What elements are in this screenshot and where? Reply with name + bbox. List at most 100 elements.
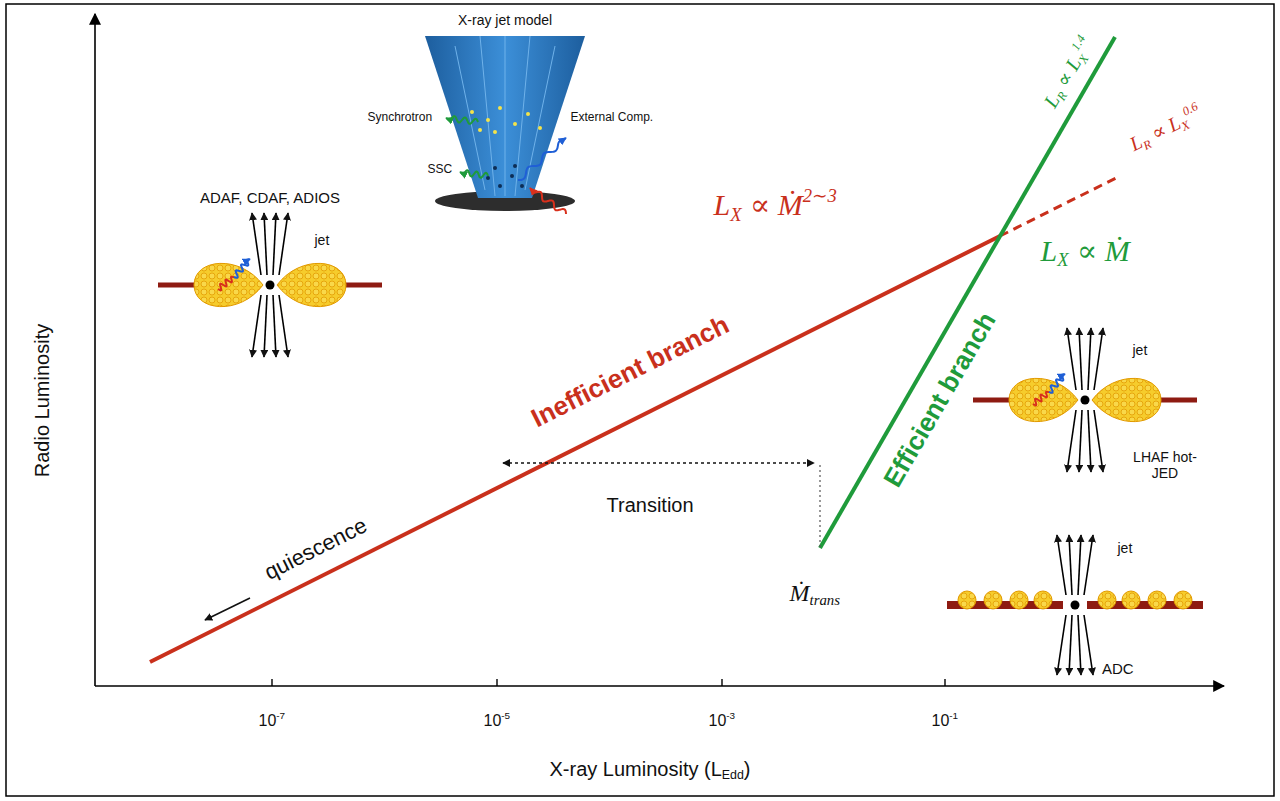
label-text: SSC: [428, 162, 453, 176]
jet-arrow: [1057, 535, 1066, 595]
label-text: ∝ L: [1147, 111, 1183, 144]
jet-arrow: [279, 213, 288, 275]
quiescence-arrow: [205, 598, 250, 620]
label-text: Edd: [722, 768, 744, 782]
label-text: X: [730, 204, 741, 225]
state-label: quiescence: [260, 512, 371, 584]
jet-streak: [480, 36, 495, 196]
comptonized-photon: [1049, 374, 1065, 393]
label-text: 1.4: [1068, 32, 1088, 52]
label-text: jet: [1133, 342, 1148, 358]
process-label: SSC: [428, 163, 453, 177]
jet-arrow: [1067, 410, 1076, 472]
efficient-line: [820, 37, 1115, 548]
black-hole: [266, 281, 275, 290]
corona-blob: [1148, 591, 1166, 609]
jet-streak: [505, 36, 506, 196]
label-text: Efficient branch: [877, 307, 1001, 492]
seed-photon: [1033, 392, 1049, 406]
axes: [95, 14, 1224, 686]
particle: [470, 110, 474, 114]
hot-flow: [277, 263, 346, 306]
jet-label: jet: [1118, 540, 1133, 556]
tick: [496, 679, 497, 686]
particle: [513, 164, 517, 168]
inefficient-line: [150, 236, 1000, 662]
label-text: ): [744, 758, 751, 780]
adc-icon: [947, 535, 1203, 675]
jet-arrow: [273, 295, 276, 357]
label-text: quiescence: [260, 512, 371, 584]
process-label: Synchrotron: [368, 111, 433, 125]
label-text: ∝ Ṁ: [750, 188, 803, 221]
label-text: ADAF, CDAF, ADIOS: [200, 189, 340, 206]
particle: [478, 128, 482, 132]
label-text: Inefficient branch: [526, 309, 733, 433]
jet-arrow: [1088, 328, 1091, 390]
particle: [493, 130, 497, 134]
label-text: L: [1041, 234, 1058, 267]
jet-arrow: [273, 213, 276, 275]
jet-arrow: [1078, 615, 1081, 675]
external-compton-photon: [518, 138, 566, 180]
label-text: -7: [276, 710, 285, 721]
label-text: jet: [315, 232, 330, 248]
x-axis: [95, 685, 1224, 687]
jet-arrow: [1084, 535, 1093, 595]
label-text: External Comp.: [571, 110, 654, 124]
label-text: 10: [932, 712, 950, 729]
jet-arrow: [1069, 615, 1072, 675]
label-text: -3: [726, 710, 735, 721]
corona-blob: [1174, 591, 1192, 609]
model-label: LHAF hot-JED: [1130, 449, 1200, 481]
jet-arrow: [1094, 410, 1103, 472]
tick-label: 10-5: [484, 710, 511, 731]
tick-label: 10-1: [932, 710, 959, 731]
slope-label: LR∝ LX0.6: [1124, 99, 1205, 158]
label-text: trans: [810, 592, 841, 608]
corona-blob: [958, 591, 976, 609]
jet-arrow: [279, 295, 288, 357]
jet-label: jet: [1133, 342, 1148, 358]
jet-arrow: [252, 295, 261, 357]
corona-blob: [1010, 591, 1028, 609]
tick: [271, 679, 272, 686]
particle: [538, 126, 542, 130]
jet-streak: [455, 46, 485, 190]
particle: [498, 106, 502, 110]
label-text: ∝ Ṁ: [1077, 234, 1130, 267]
label-text: X: [1057, 249, 1068, 270]
jet-model: [425, 36, 585, 214]
label-text: LHAF hot-JED: [1133, 449, 1197, 481]
jet-arrow: [1084, 615, 1093, 675]
jet-arrow: [1069, 535, 1072, 595]
scaling-relation: LX ∝ Ṁ: [1041, 234, 1130, 271]
label-text: Synchrotron: [368, 110, 433, 124]
label-text: L: [714, 188, 731, 221]
label-text: 10: [484, 712, 502, 729]
seed-photon: [530, 188, 566, 214]
slope-label: LR∝ LX1.4: [1037, 32, 1099, 112]
label-text: jet: [1118, 540, 1133, 556]
hot-flow: [194, 263, 263, 306]
corona-blob: [1122, 591, 1140, 609]
y-axis: [94, 14, 96, 686]
label-text: Ṁ: [790, 580, 810, 606]
black-hole: [1081, 396, 1090, 405]
label-text: -5: [501, 710, 510, 721]
corona-blob: [1098, 591, 1116, 609]
jet-streak: [515, 36, 530, 196]
adaf-icon: [158, 213, 382, 357]
model-label: ADC: [1102, 660, 1134, 677]
particle: [493, 166, 497, 170]
particle: [498, 184, 502, 188]
transition-arrow: [503, 462, 814, 463]
tick-label: 10-7: [259, 710, 286, 731]
model-label: ADAF, CDAF, ADIOS: [200, 189, 340, 206]
hot-flow: [1009, 378, 1078, 421]
jet-arrow: [1079, 410, 1082, 472]
particle: [513, 122, 517, 126]
synchrotron-photon: [446, 116, 478, 124]
jet-arrow: [1088, 410, 1091, 472]
